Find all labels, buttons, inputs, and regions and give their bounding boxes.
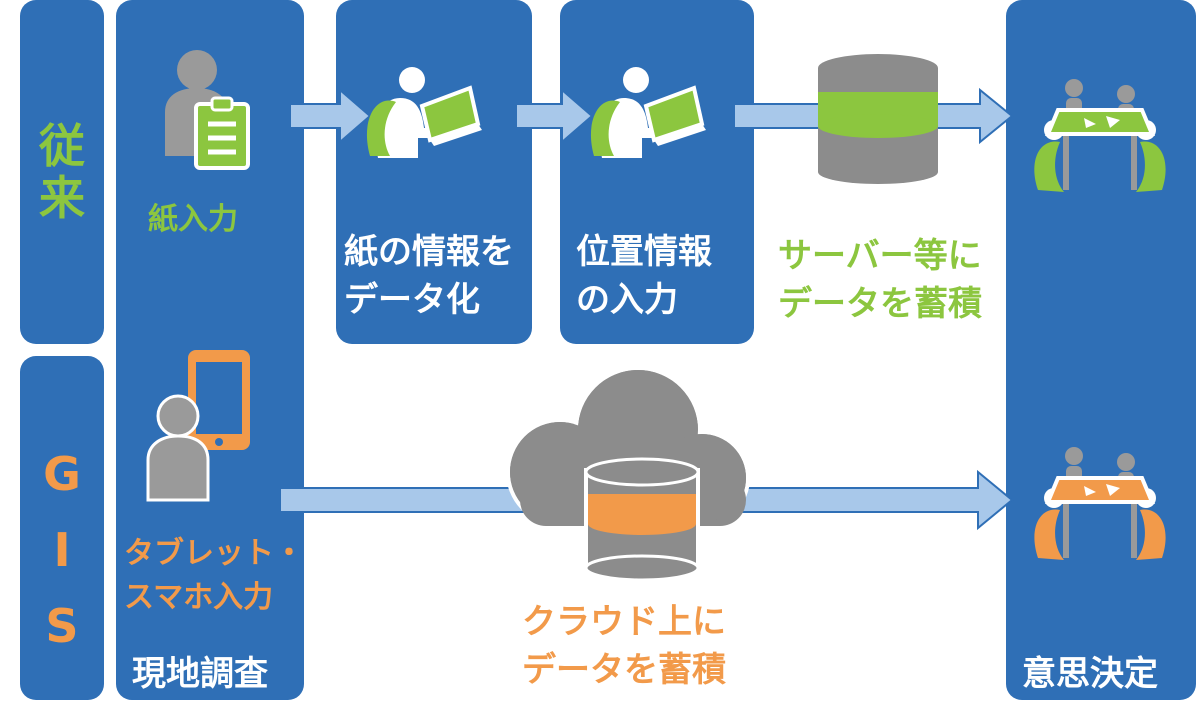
arrow-paper-to-digitize [289, 87, 372, 145]
meeting-table-icon [1034, 447, 1166, 560]
cloud-label-line2: データを蓄積 [522, 650, 726, 690]
person-laptop-icon [588, 65, 708, 160]
decision-label: 意思決定 [1022, 654, 1158, 694]
field-survey-label: 現地調査 [132, 654, 268, 694]
location-label-line2: の入力 [576, 280, 678, 320]
cloud-database-icon [506, 366, 750, 582]
row-label-traditional: 従来 [39, 119, 85, 225]
row-panel-traditional [20, 0, 104, 344]
database-icon [818, 54, 938, 184]
row-panel-gis [20, 356, 104, 700]
digitize-label-line1: 紙の情報を [344, 232, 514, 272]
person-clipboard-icon [165, 50, 250, 170]
tablet-label-line2: スマホ入力 [124, 580, 274, 615]
tablet-label-line1: タブレット・ [124, 536, 304, 571]
paper-input-label: 紙入力 [148, 202, 238, 237]
arrow-digitize-to-location [515, 87, 594, 145]
location-label-line1: 位置情報 [576, 232, 712, 272]
meeting-table-icon [1034, 79, 1166, 192]
digitize-label-line2: データ化 [344, 280, 480, 320]
cloud-label-line1: クラウド上に [522, 602, 726, 642]
person-laptop-icon [364, 65, 484, 160]
server-label-line2: データを蓄積 [778, 284, 982, 324]
location-input-panel [560, 0, 754, 344]
row-label-gis: GIS [43, 447, 81, 653]
person-tablet-icon [146, 350, 250, 502]
server-label-line1: サーバー等に [778, 236, 982, 276]
digitize-panel [336, 0, 532, 344]
